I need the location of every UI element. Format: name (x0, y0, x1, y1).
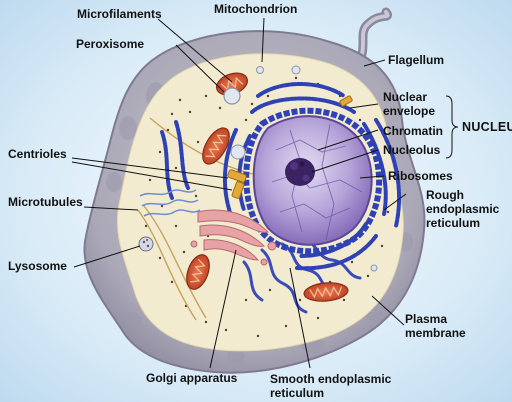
label-nucleus: NUCLEUS (462, 120, 512, 134)
label-smooth-er-line1: Smooth endoplasmic (270, 372, 392, 386)
label-lysosome: Lysosome (8, 259, 67, 273)
mitochondria (186, 72, 349, 302)
microfilament-net (139, 189, 201, 217)
label-mitochondrion: Mitochondrion (214, 2, 298, 16)
leader-lines (71, 17, 407, 369)
vesicles (230, 65, 378, 272)
label-flagellum: Flagellum (388, 53, 445, 67)
ribosomes (144, 76, 390, 338)
label-rough-er-line3: reticulum (426, 216, 481, 230)
label-plasma-membrane-line1: Plasma (405, 312, 448, 326)
label-microfilaments: Microfilaments (77, 7, 162, 21)
label-centrioles: Centrioles (8, 147, 67, 161)
nucleolus (285, 158, 315, 186)
label-plasma-membrane-line2: membrane (405, 326, 466, 340)
label-chromatin: Chromatin (383, 124, 443, 138)
label-nuclear-envelope-line2: envelope (383, 104, 436, 118)
chromatin (271, 123, 363, 241)
label-microtubules: Microtubules (8, 195, 83, 209)
lysosome (138, 236, 154, 252)
nuclear-envelope-ring (243, 107, 382, 255)
centrioles (227, 95, 353, 199)
label-peroxisome: Peroxisome (76, 37, 145, 51)
nucleus (252, 115, 373, 246)
label-nucleolus: Nucleolus (383, 143, 441, 157)
label-rough-er-line1: Rough (426, 188, 464, 202)
label-golgi-apparatus: Golgi apparatus (146, 371, 238, 385)
label-rough-er-line2: endoplasmic (426, 202, 500, 216)
golgi-apparatus (190, 209, 277, 266)
nucleus-bracket (445, 95, 459, 159)
label-nuclear-envelope-line1: Nuclear (383, 90, 428, 104)
label-ribosomes: Ribosomes (388, 169, 453, 183)
peroxisome-organelle (223, 87, 241, 105)
label-smooth-er-line2: reticulum (270, 386, 325, 400)
